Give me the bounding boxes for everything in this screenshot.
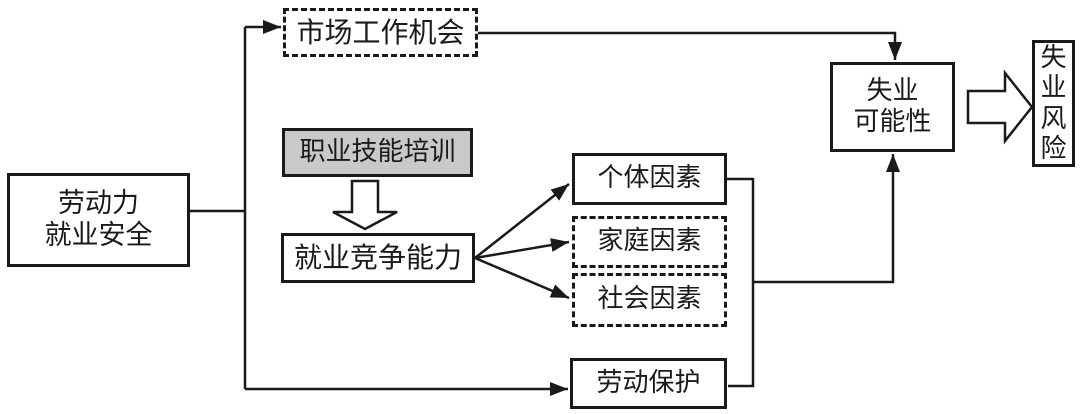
node-labor-employment-security: 劳动力 就业安全 [7, 173, 190, 267]
node-label: 个体因素 [597, 163, 702, 194]
bracket-factors-protection [727, 177, 755, 388]
node-vocational-skills-training: 职业技能培训 [282, 128, 473, 177]
edge-market-to-possibility [478, 31, 902, 60]
edge-competence-to-individual [474, 183, 570, 259]
node-labor-protection: 劳动保护 [570, 358, 727, 409]
node-label: 失业 [866, 75, 919, 106]
node-label: 失业风险 [1040, 43, 1067, 164]
node-family-factors: 家庭因素 [572, 216, 727, 268]
node-label: 家庭因素 [597, 226, 702, 257]
node-label: 职业技能培训 [299, 136, 456, 167]
edge-competence-to-family [474, 238, 570, 260]
node-individual-factors: 个体因素 [572, 153, 727, 205]
node-social-factors: 社会因素 [572, 273, 727, 327]
block-arrow-right [966, 69, 1034, 145]
node-label: 可能性 [853, 107, 932, 137]
node-label: 市场工作机会 [296, 15, 465, 49]
node-unemployment-possibility: 失业 可能性 [830, 62, 955, 152]
node-market-job-opportunity: 市场工作机会 [283, 8, 478, 57]
node-label: 劳动力 [58, 187, 139, 219]
edge-competence-to-social [474, 256, 570, 300]
edge-bracket-to-possibility [753, 154, 900, 284]
block-arrow-down [332, 179, 398, 231]
node-label: 社会因素 [597, 284, 702, 315]
node-unemployment-risk: 失业风险 [1032, 40, 1075, 167]
node-label: 就业竞争能力 [293, 241, 462, 275]
node-label: 就业安全 [44, 220, 153, 251]
node-employment-competitiveness: 就业竞争能力 [281, 233, 475, 283]
node-label: 劳动保护 [596, 367, 701, 398]
